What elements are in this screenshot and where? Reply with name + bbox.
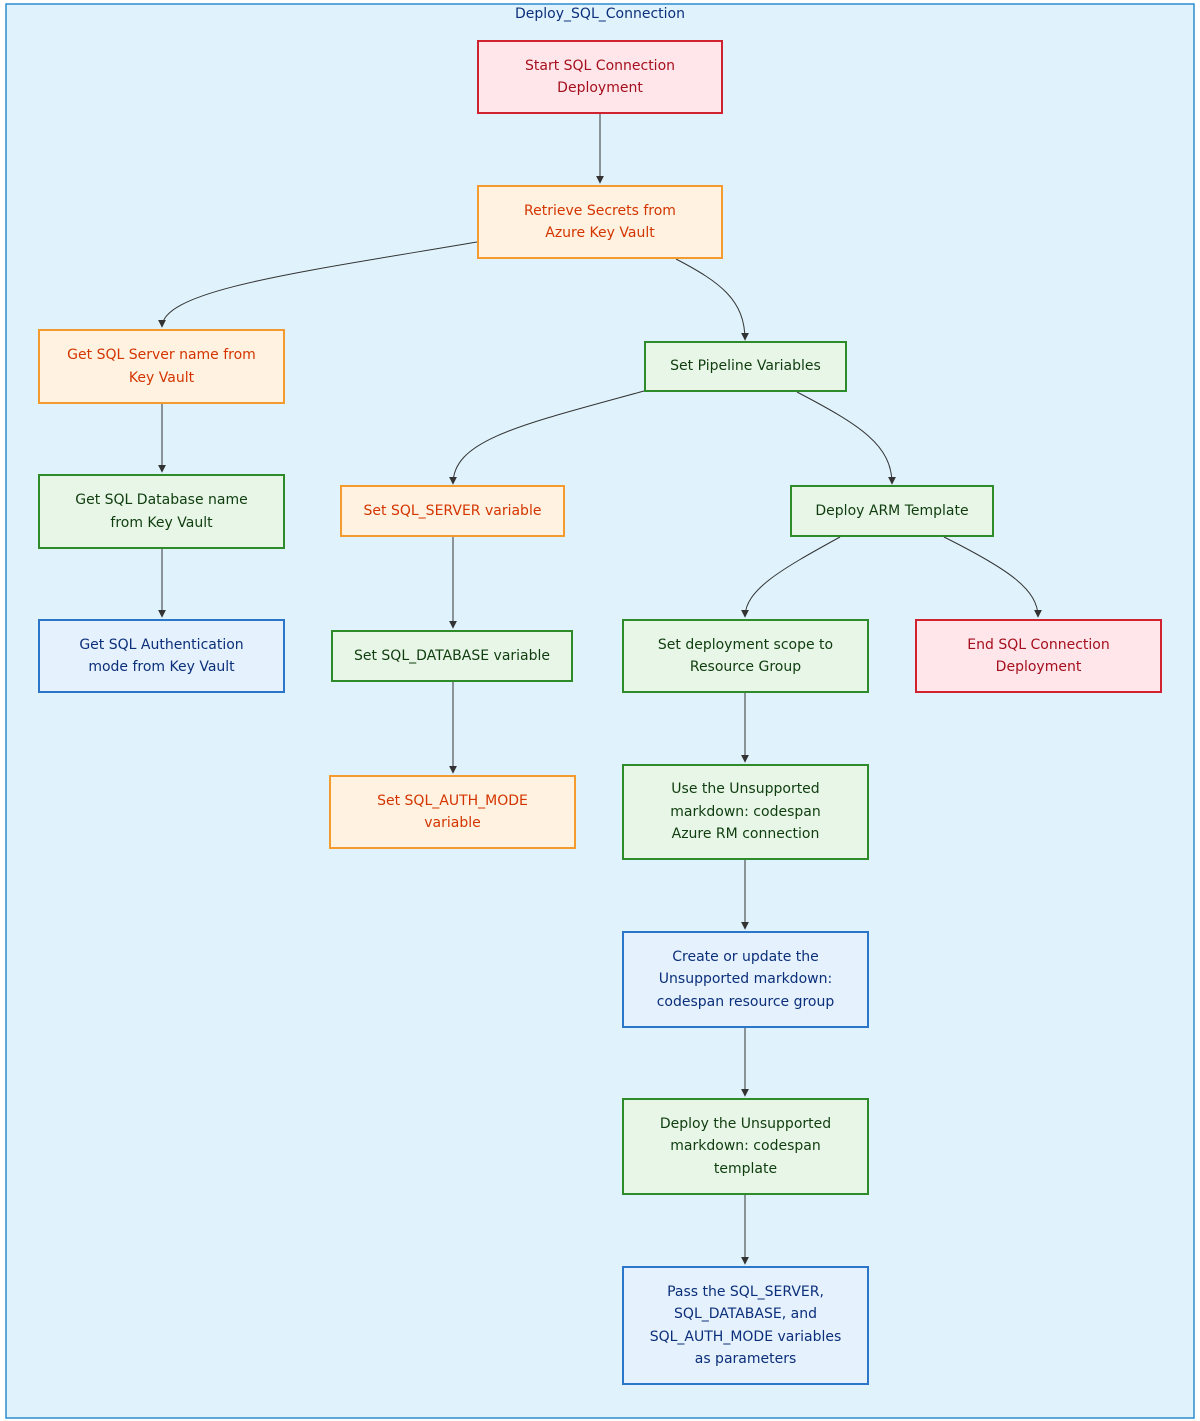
node-get-auth-label: Get SQL Authentication mode from Key Vau…	[79, 636, 244, 676]
node-get-auth[interactable]: Get SQL Authentication mode from Key Vau…	[38, 619, 285, 693]
node-set-database-var[interactable]: Set SQL_DATABASE variable	[331, 630, 573, 682]
node-set-auth-var-label: Set SQL_AUTH_MODE variable	[377, 792, 528, 832]
edge-arm-end	[943, 536, 1042, 618]
node-deploy-template[interactable]: Deploy the Unsupported markdown: codespa…	[622, 1098, 869, 1195]
node-deploy-arm[interactable]: Deploy ARM Template	[790, 485, 994, 537]
node-set-server-var[interactable]: Set SQL_SERVER variable	[340, 485, 565, 537]
node-pass-params[interactable]: Pass the SQL_SERVER, SQL_DATABASE, and S…	[622, 1266, 869, 1385]
node-get-database-label: Get SQL Database name from Key Vault	[75, 492, 248, 531]
node-deploy-arm-label: Deploy ARM Template	[815, 502, 969, 519]
node-create-rg-label: Create or update the Unsupported markdow…	[656, 948, 835, 1010]
edge-retrieve-server	[158, 241, 478, 328]
node-start[interactable]: Start SQL Connection Deployment	[477, 40, 723, 114]
node-pass-params-label: Pass the SQL_SERVER, SQL_DATABASE, and S…	[649, 1283, 842, 1368]
edge-arm-scope	[741, 536, 841, 618]
edge-pipeline-arm	[796, 391, 896, 485]
node-end-label: End SQL Connection Deployment	[967, 636, 1110, 676]
node-create-rg[interactable]: Create or update the Unsupported markdow…	[622, 931, 869, 1028]
node-use-connection[interactable]: Use the Unsupported markdown: codespan A…	[622, 764, 869, 860]
node-set-pipeline-label: Set Pipeline Variables	[670, 358, 821, 375]
node-use-connection-label: Use the Unsupported markdown: codespan A…	[670, 781, 821, 843]
node-get-server[interactable]: Get SQL Server name from Key Vault	[38, 329, 285, 404]
cluster-title: Deploy_SQL_Connection	[515, 6, 685, 22]
node-get-server-label: Get SQL Server name from Key Vault	[67, 347, 256, 386]
node-set-pipeline[interactable]: Set Pipeline Variables	[644, 341, 847, 392]
node-end[interactable]: End SQL Connection Deployment	[915, 619, 1162, 693]
node-set-server-var-label: Set SQL_SERVER variable	[363, 502, 542, 519]
node-set-auth-var[interactable]: Set SQL_AUTH_MODE variable	[329, 775, 576, 849]
node-deploy-template-label: Deploy the Unsupported markdown: codespa…	[659, 1115, 832, 1177]
node-get-database[interactable]: Get SQL Database name from Key Vault	[38, 474, 285, 549]
edge-pipeline-servervar	[449, 390, 645, 485]
node-set-scope[interactable]: Set deployment scope to Resource Group	[622, 619, 869, 693]
node-start-label: Start SQL Connection Deployment	[524, 57, 676, 97]
node-set-database-var-label: Set SQL_DATABASE variable	[353, 647, 551, 664]
node-retrieve-secrets[interactable]: Retrieve Secrets from Azure Key Vault	[477, 185, 723, 259]
edge-retrieve-pipeline	[675, 258, 749, 341]
node-retrieve-secrets-label: Retrieve Secrets from Azure Key Vault	[524, 202, 676, 242]
node-set-scope-label: Set deployment scope to Resource Group	[657, 636, 834, 676]
